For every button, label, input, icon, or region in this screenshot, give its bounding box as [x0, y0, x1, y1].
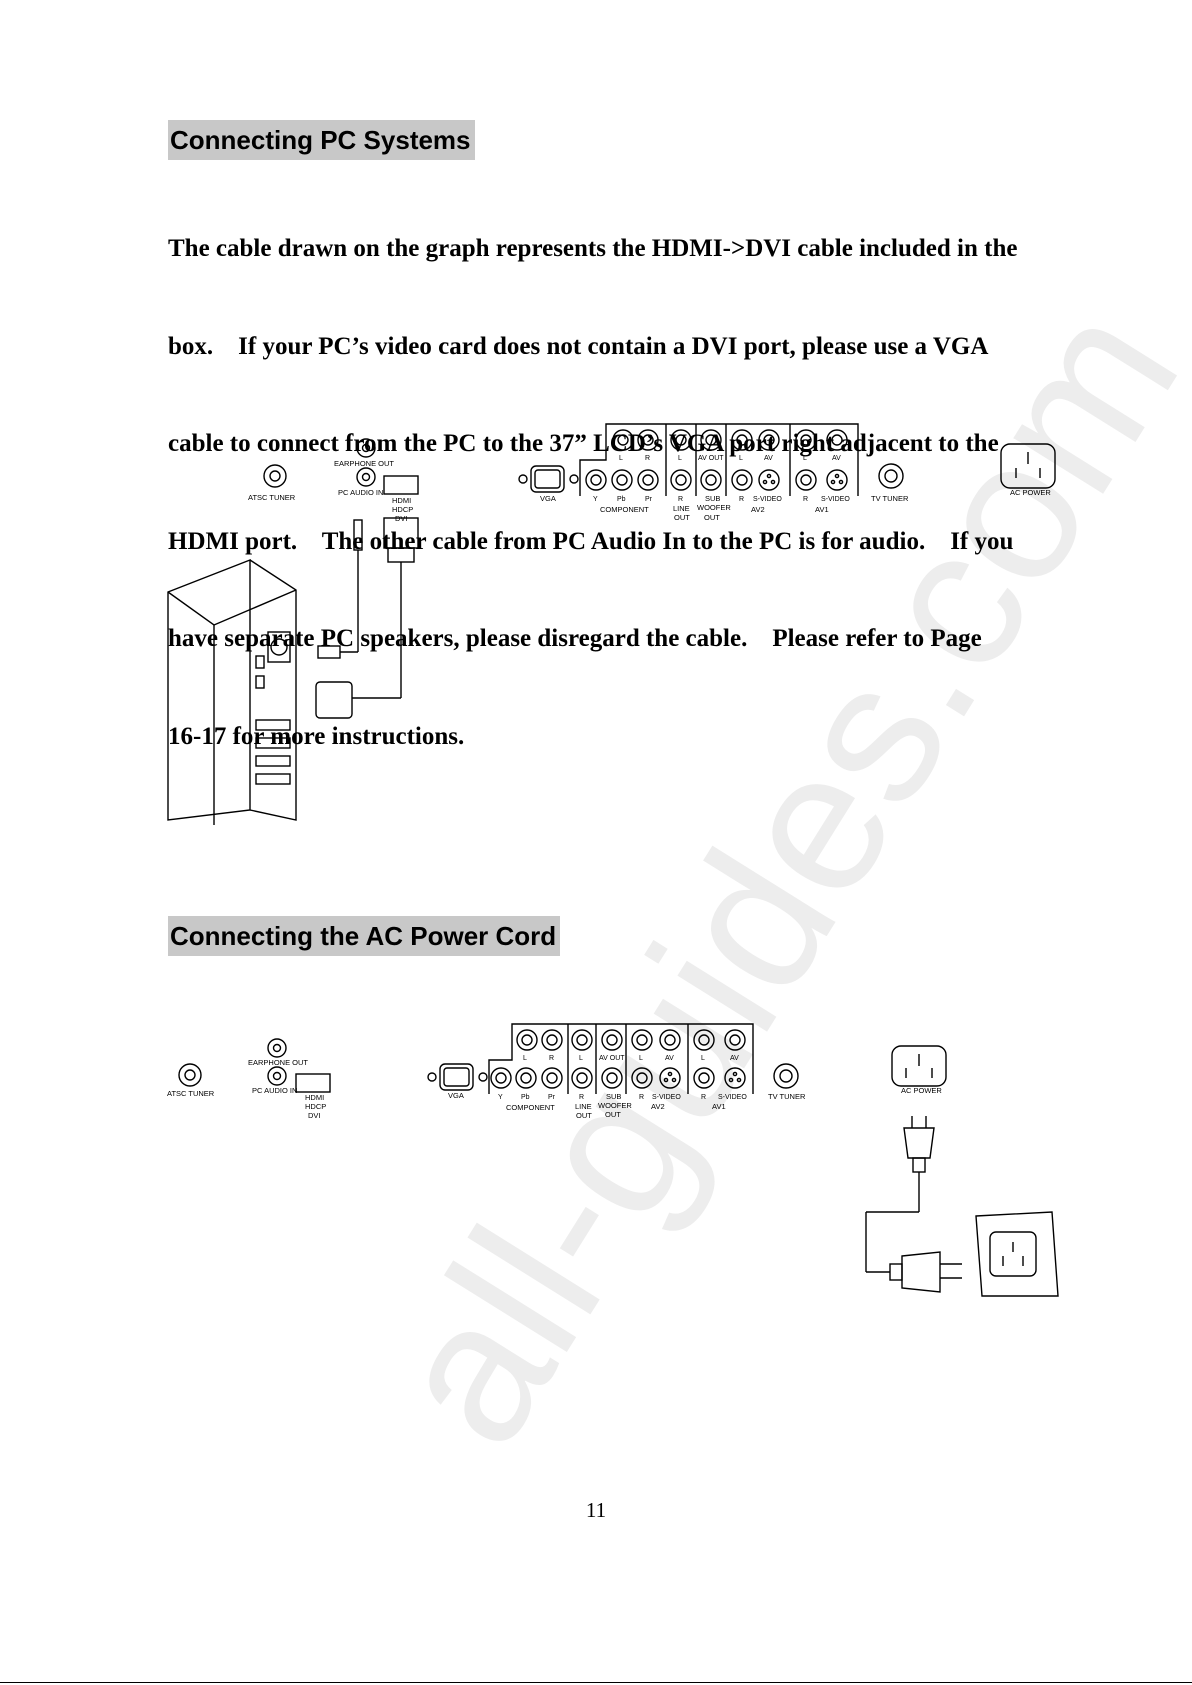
label-atsc-tuner: ATSC TUNER	[167, 1089, 215, 1098]
panel-label: L	[701, 1055, 705, 1062]
panel-label: S-VIDEO	[718, 1094, 747, 1101]
panel-label: Pr	[645, 496, 653, 503]
panel-label: AV	[764, 455, 773, 462]
panel-label: AV2	[651, 1102, 665, 1111]
panel-label: LINE	[673, 504, 690, 513]
paragraph-line: have separate PC speakers, please disreg…	[168, 625, 982, 652]
panel-label: L	[619, 455, 623, 462]
panel-label: AV	[665, 1055, 674, 1062]
panel-label: OUT	[704, 513, 720, 522]
panel-label: R	[803, 496, 808, 503]
panel-label: Y	[498, 1094, 503, 1101]
page-bottom-rule	[0, 1682, 1192, 1683]
panel-label: OUT	[605, 1110, 621, 1119]
panel-label: R	[678, 496, 683, 503]
label-earphone-out: EARPHONE OUT	[248, 1058, 308, 1067]
label-tv-tuner: TV TUNER	[871, 494, 909, 503]
panel-label: AV OUT	[698, 455, 724, 462]
label-pc-audio-in: PC AUDIO IN	[252, 1086, 297, 1095]
panel-label: L	[803, 455, 807, 462]
panel-label: L	[523, 1055, 527, 1062]
panel-label: R	[579, 1094, 584, 1101]
panel-label: L	[639, 1055, 643, 1062]
panel-label: R	[701, 1094, 706, 1101]
label-component: COMPONENT	[506, 1103, 555, 1112]
panel-label: OUT	[674, 513, 690, 522]
panel-label: L	[579, 1055, 583, 1062]
panel-label: Pr	[548, 1094, 556, 1101]
paragraph-line: box. If your PC’s video card does not co…	[168, 332, 989, 360]
label-component: COMPONENT	[600, 505, 649, 514]
label-vga: VGA	[448, 1091, 464, 1100]
label-dvi: DVI	[395, 514, 408, 523]
ac-power-diagram: ATSC TUNER EARPHONE OUT PC AUDIO IN HDMI…	[167, 1023, 1059, 1297]
panel-label: AV1	[815, 505, 829, 514]
label-hdcp: HDCP	[392, 505, 413, 514]
panel-label: AV	[730, 1055, 739, 1062]
panel-label: SUB	[705, 494, 720, 503]
panel-label: S-VIDEO	[753, 496, 782, 503]
panel-label: AV1	[712, 1102, 726, 1111]
label-tv-tuner: TV TUNER	[768, 1092, 806, 1101]
panel-label: AV OUT	[599, 1055, 625, 1062]
panel-label: L	[739, 455, 743, 462]
paragraph-line: HDMI port. The other cable from PC Audio…	[168, 527, 1014, 555]
label-ac-power: AC POWER	[1010, 488, 1051, 497]
panel-label: R	[739, 496, 744, 503]
panel-label: Pb	[521, 1094, 530, 1101]
panel-label: Y	[593, 496, 598, 503]
label-hdmi: HDMI	[392, 496, 411, 505]
label-vga: VGA	[540, 494, 556, 503]
panel-label: OUT	[576, 1111, 592, 1120]
paragraph-line: The cable drawn on the graph represents …	[168, 235, 1018, 262]
panel-label: R	[645, 455, 650, 462]
panel-label: Pb	[617, 496, 626, 503]
pc-connection-diagram: ATSC TUNER EARPHONE OUT PC AUDIO IN HDMI…	[167, 423, 1056, 825]
panel-label: R	[549, 1055, 554, 1062]
label-ac-power: AC POWER	[901, 1086, 942, 1095]
panel-label: S-VIDEO	[821, 496, 850, 503]
panel-label: AV2	[751, 505, 765, 514]
panel-label: HDCP	[305, 1102, 326, 1111]
paragraph-line: cable to connect from the PC to the 37” …	[168, 430, 999, 457]
panel-label: SUB	[606, 1092, 621, 1101]
page-number: 11	[585, 1498, 607, 1522]
label-atsc-tuner: ATSC TUNER	[248, 493, 296, 502]
panel-label: HDMI	[305, 1093, 324, 1102]
panel-label: L	[678, 455, 682, 462]
panel-label: R	[639, 1094, 644, 1101]
panel-label: DVI	[308, 1111, 321, 1120]
section-heading-pc: Connecting PC Systems	[168, 120, 475, 160]
panel-label: AV	[832, 455, 841, 462]
panel-label: WOOFER	[598, 1101, 632, 1110]
panel-label: WOOFER	[697, 503, 731, 512]
label-pc-audio-in: PC AUDIO IN	[338, 488, 383, 497]
paragraph-line: 16-17 for more instructions.	[168, 722, 465, 750]
panel-label: LINE	[575, 1102, 592, 1111]
panel-label: S-VIDEO	[652, 1094, 681, 1101]
pc-instructions-paragraph: The cable drawn on the graph represents …	[168, 168, 1088, 786]
label-earphone-out: EARPHONE OUT	[334, 459, 394, 468]
section-heading-ac-power: Connecting the AC Power Cord	[168, 916, 561, 956]
